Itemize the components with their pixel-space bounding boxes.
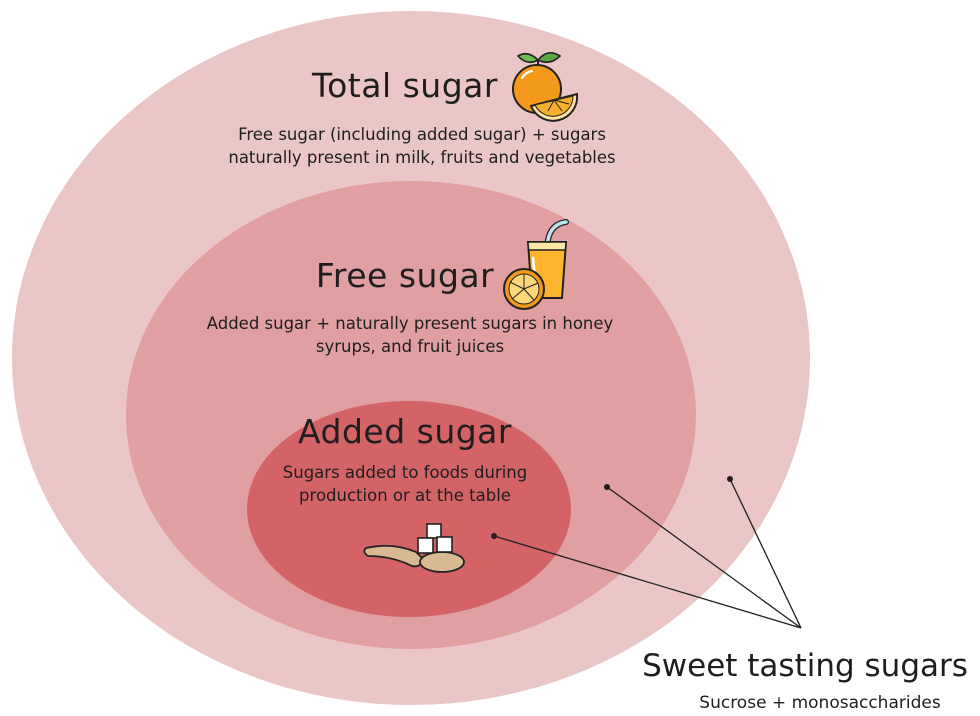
sweet-tasting-title: Sweet tasting sugars [642,648,968,684]
pointer-dots [491,476,733,539]
added-sugar-title: Added sugar [298,412,512,451]
free-sugar-description-line-2: syrups, and fruit juices [315,337,505,356]
pointer-dot-free [604,484,610,490]
added-sugar-description-line-1: Sugars added to foods during [282,463,528,482]
pointer-dot-added [491,533,497,539]
added-sugar-ellipse [247,401,571,617]
added-sugar-description: Sugars added to foods during production … [255,461,555,507]
free-sugar-title: Free sugar [315,256,495,295]
pointer-line-added [493,535,802,629]
free-sugar-description: Added sugar + naturally present sugars i… [185,312,635,358]
sugar-spoon-icon [363,523,465,573]
pointer-lines [493,478,802,629]
added-sugar-description-line-2: production or at the table [299,486,511,505]
total-sugar-description-line-2: naturally present in milk, fruits and ve… [228,148,616,167]
juice-glass-icon [503,219,569,310]
pointer-line-total [729,478,802,629]
free-sugar-description-line-1: Added sugar + naturally present sugars i… [206,314,614,333]
sweet-tasting-subtitle: Sucrose + monosaccharides [699,693,941,713]
total-sugar-description: Free sugar (including added sugar) + sug… [182,123,662,169]
pointer-line-free [606,486,802,629]
total-sugar-description-line-1: Free sugar (including added sugar) + sug… [238,125,606,144]
orange-icon [512,52,579,122]
total-sugar-title: Total sugar [312,66,498,105]
pointer-dot-total [727,476,733,482]
